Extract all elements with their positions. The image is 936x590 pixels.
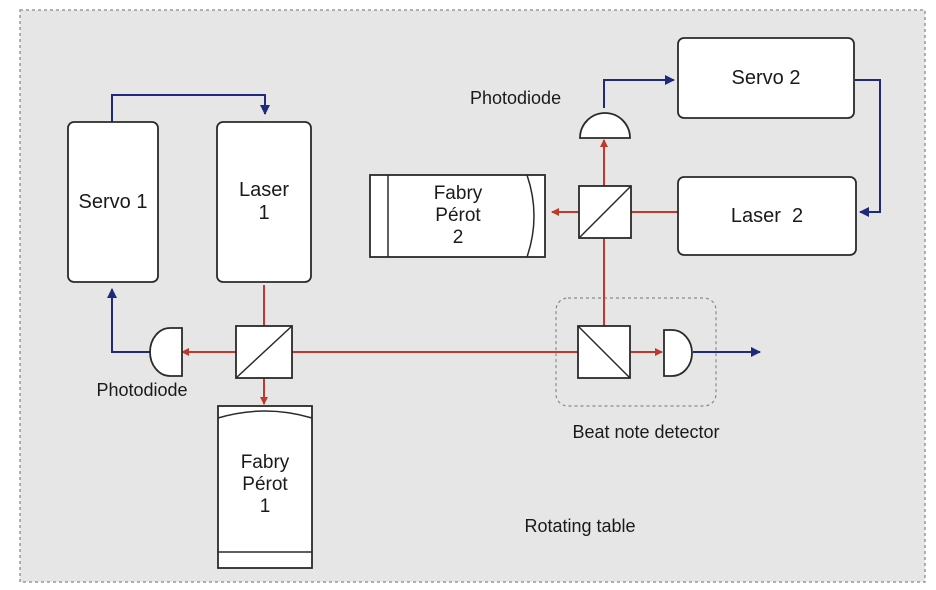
servo2-label: Servo 2 <box>731 66 801 89</box>
beat-note-detector-group <box>555 297 717 407</box>
beat-note-detector-label: Beat note detector <box>572 422 720 442</box>
beam-splitter-icon <box>577 325 631 379</box>
photodiode-left-label: Photodiode <box>96 380 188 400</box>
laser2-box <box>677 176 857 256</box>
servo2-box <box>677 37 855 119</box>
photodiode-left-to-servo1-signal <box>107 288 150 353</box>
photodiode-icon <box>579 112 631 139</box>
laser1-label: Laser 1 <box>238 179 290 224</box>
photodiode-top-label: Photodiode <box>470 88 562 108</box>
laser1-box <box>216 121 312 283</box>
rotating-table-label: Rotating table <box>524 516 636 536</box>
curved-mirror-icon <box>526 174 535 258</box>
photodiode-icon <box>663 329 693 377</box>
fabry-perot-1-cavity <box>217 405 313 569</box>
fabry-perot-2-cavity <box>369 174 546 258</box>
curved-mirror-icon <box>217 410 313 419</box>
beam-splitter-icon <box>235 325 293 379</box>
laser2-label: Laser 2 <box>730 204 804 227</box>
servo1-to-laser1-signal <box>111 94 270 122</box>
photodiode-icon <box>149 327 183 377</box>
fabry-perot-2-label: Fabry Pérot 2 <box>433 183 483 248</box>
photodiode-top-to-servo2-signal <box>603 75 675 108</box>
beam-splitter-icon <box>578 185 632 239</box>
fabry-perot-1-label: Fabry Pérot 1 <box>240 452 290 517</box>
servo1-label: Servo 1 <box>78 190 148 213</box>
servo1-box <box>67 121 159 283</box>
servo2-to-laser2-signal <box>855 79 881 217</box>
